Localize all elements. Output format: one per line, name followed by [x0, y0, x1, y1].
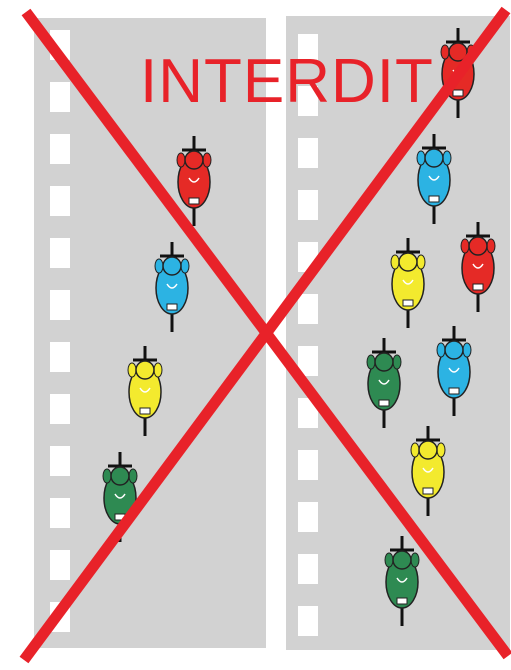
arm	[154, 363, 162, 377]
arm	[203, 153, 211, 167]
lane-marking	[50, 134, 70, 164]
lane-marking	[298, 190, 318, 220]
helmet	[163, 257, 181, 275]
helmet	[445, 341, 463, 359]
lane-marking	[298, 138, 318, 168]
arm	[437, 343, 445, 357]
arm	[437, 443, 445, 457]
lane-marking	[298, 606, 318, 636]
saddle	[453, 90, 463, 96]
arm	[129, 469, 137, 483]
saddle	[473, 284, 483, 290]
arm	[411, 553, 419, 567]
lane-marking	[50, 238, 70, 268]
saddle	[403, 300, 413, 306]
helmet	[469, 237, 487, 255]
lane-marking	[298, 294, 318, 324]
lane-marking	[50, 550, 70, 580]
lane-marking	[298, 86, 318, 116]
saddle	[423, 488, 433, 494]
arm	[463, 343, 471, 357]
arm	[443, 151, 451, 165]
saddle	[379, 400, 389, 406]
arm	[385, 553, 393, 567]
lane-marking	[298, 502, 318, 532]
saddle	[140, 408, 150, 414]
lane-marking	[50, 446, 70, 476]
lane-marking	[50, 290, 70, 320]
arm	[128, 363, 136, 377]
arm	[367, 355, 375, 369]
helmet	[185, 151, 203, 169]
helmet	[136, 361, 154, 379]
saddle	[397, 598, 407, 604]
arm	[417, 255, 425, 269]
lane-marking	[298, 450, 318, 480]
helmet	[425, 149, 443, 167]
lane-marking	[50, 498, 70, 528]
helmet	[393, 551, 411, 569]
arm	[487, 239, 495, 253]
lane-marking	[50, 394, 70, 424]
lane-marking	[50, 186, 70, 216]
lane-marking	[298, 34, 318, 64]
lane-marking	[50, 82, 70, 112]
saddle	[449, 388, 459, 394]
saddle	[167, 304, 177, 310]
arm	[461, 239, 469, 253]
arm	[155, 259, 163, 273]
arm	[411, 443, 419, 457]
helmet	[399, 253, 417, 271]
arm	[417, 151, 425, 165]
arm	[441, 45, 449, 59]
saddle	[189, 198, 199, 204]
lane-marking	[298, 554, 318, 584]
helmet	[111, 467, 129, 485]
arm	[103, 469, 111, 483]
arm	[391, 255, 399, 269]
arm	[181, 259, 189, 273]
helmet	[419, 441, 437, 459]
helmet	[375, 353, 393, 371]
lane-marking	[50, 342, 70, 372]
saddle	[429, 196, 439, 202]
arm	[177, 153, 185, 167]
arm	[393, 355, 401, 369]
